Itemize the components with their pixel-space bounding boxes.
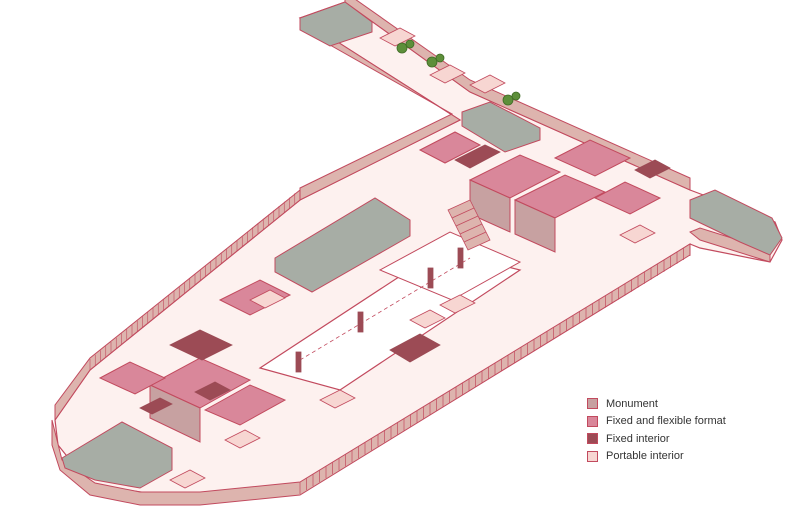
legend-item-portable-interior: Portable interior [587, 448, 726, 466]
swatch-square-icon [587, 398, 598, 410]
atrium-column [295, 351, 302, 373]
swatch-square-icon [587, 450, 598, 462]
swatch-square-icon [587, 415, 598, 427]
atrium-upper [378, 231, 522, 301]
roof-southwest [61, 421, 173, 489]
facade-mullions [89, 189, 691, 494]
legend: Monument Fixed and flexible format Fixed… [587, 395, 726, 465]
atrium-column [357, 311, 364, 333]
fixed-flexible-rooms [98, 131, 662, 443]
roof-east [689, 189, 783, 256]
atrium-axis [299, 257, 471, 361]
wing-wall [344, 0, 691, 191]
legend-label: Fixed and flexible format [606, 415, 726, 428]
atrium-column [457, 247, 464, 269]
legend-label: Fixed interior [606, 432, 670, 445]
portable-furniture [169, 27, 656, 489]
legend-item-fixed-interior: Fixed interior [587, 430, 726, 448]
roof-northwest [274, 197, 411, 293]
atrium-column [427, 267, 434, 289]
legend-label: Portable interior [606, 450, 684, 463]
outer-wall-east [689, 227, 771, 263]
swatch-square-icon [587, 433, 598, 445]
roof-wing-mid [461, 101, 541, 153]
fixed-interior-elements [139, 144, 671, 415]
planters [396, 39, 521, 106]
legend-item-fixed-flexible: Fixed and flexible format [587, 413, 726, 431]
legend-label: Monument [606, 397, 658, 410]
stair [447, 199, 491, 251]
roof-wing-top [299, 1, 373, 47]
legend-item-monument: Monument [587, 395, 726, 413]
